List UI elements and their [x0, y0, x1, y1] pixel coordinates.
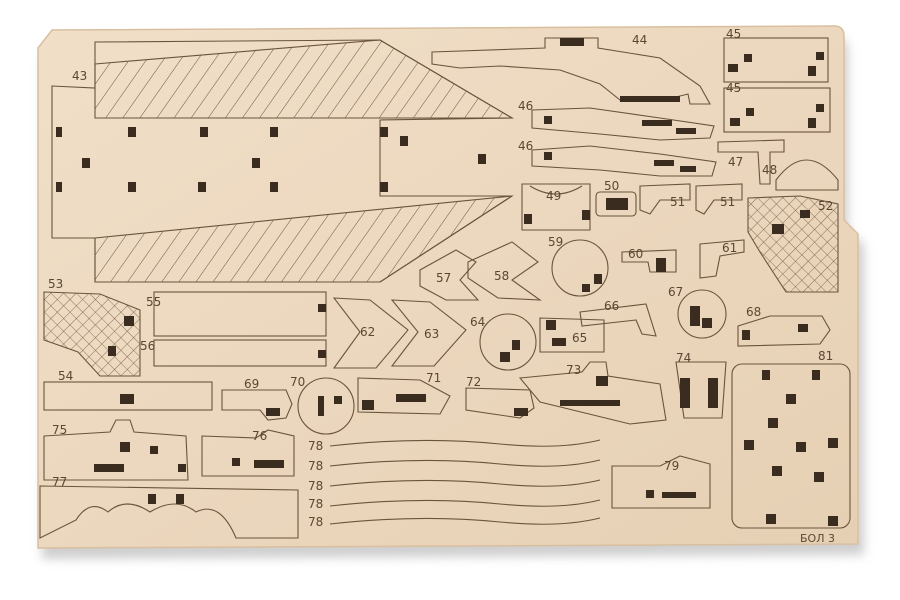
label-61: 61	[722, 241, 737, 255]
label-60: 60	[628, 247, 643, 261]
label-57: 57	[436, 271, 451, 285]
part-78-strip-1	[329, 439, 601, 447]
part-49-curve	[529, 185, 583, 195]
part-49	[521, 183, 591, 231]
label-75: 75	[52, 423, 67, 437]
part-64	[479, 313, 537, 371]
label-55: 55	[146, 295, 161, 309]
part-47	[717, 139, 785, 185]
part-77	[39, 485, 299, 539]
label-58: 58	[494, 269, 509, 283]
label-77: 77	[52, 475, 67, 489]
part-44	[431, 37, 711, 105]
label-71: 71	[426, 371, 441, 385]
part-45b	[723, 87, 831, 133]
part-51a	[639, 183, 691, 215]
part-78-strip-2	[329, 459, 601, 467]
label-45a: 45	[726, 27, 741, 41]
label-56: 56	[140, 339, 155, 353]
label-51b: 51	[720, 195, 735, 209]
part-65	[539, 317, 605, 353]
label-72: 72	[466, 375, 481, 389]
label-48: 48	[762, 163, 777, 177]
part-55	[153, 291, 327, 337]
part-68	[737, 315, 831, 347]
part-63	[390, 299, 467, 367]
part-46b	[531, 145, 717, 177]
label-62: 62	[360, 325, 375, 339]
label-67: 67	[668, 285, 683, 299]
label-74: 74	[676, 351, 691, 365]
part-66	[579, 303, 657, 337]
part-81	[731, 363, 851, 529]
part-61	[699, 239, 745, 279]
part-57	[419, 249, 480, 301]
label-53: 53	[48, 277, 63, 291]
cut-lines	[39, 37, 851, 539]
part-71	[357, 377, 451, 415]
part-67	[677, 289, 727, 339]
part-60	[621, 249, 677, 273]
cut-out-holes	[56, 38, 838, 526]
label-78e: 78	[308, 515, 323, 529]
label-65: 65	[572, 331, 587, 345]
part-43-hatch-bottom	[94, 195, 513, 283]
part-48	[775, 159, 839, 191]
part-76	[201, 429, 295, 477]
label-49: 49	[546, 189, 561, 203]
part-58	[467, 241, 542, 301]
part-50	[595, 191, 637, 217]
label-47: 47	[728, 155, 743, 169]
label-63: 63	[424, 327, 439, 341]
part-number-labels: 43 44 45 45 46 46 47 48 49 50 51 51 52 5…	[48, 27, 835, 545]
sheet-marking: БОЛ 3	[800, 532, 835, 545]
label-54: 54	[58, 369, 73, 383]
label-59: 59	[548, 235, 563, 249]
part-43-hatch-top	[94, 39, 515, 119]
part-73	[518, 361, 667, 425]
part-59	[551, 239, 609, 297]
label-64: 64	[470, 315, 485, 329]
label-46b: 46	[518, 139, 533, 153]
label-68: 68	[746, 305, 761, 319]
label-66: 66	[604, 299, 619, 313]
label-70: 70	[290, 375, 305, 389]
label-69: 69	[244, 377, 259, 391]
label-43: 43	[72, 69, 87, 83]
part-75	[43, 419, 189, 481]
part-70	[297, 377, 355, 435]
label-46a: 46	[518, 99, 533, 113]
part-69	[221, 389, 293, 421]
label-78b: 78	[308, 459, 323, 473]
label-81: 81	[818, 349, 833, 363]
part-78-strip-5	[329, 517, 601, 525]
part-78-strip-3	[329, 479, 601, 487]
part-46a	[531, 107, 715, 141]
label-45b: 45	[726, 81, 741, 95]
part-51b	[695, 183, 743, 215]
label-52: 52	[818, 199, 833, 213]
part-52	[747, 195, 839, 293]
label-50: 50	[604, 179, 619, 193]
part-54	[43, 381, 213, 411]
part-62	[332, 297, 409, 369]
label-76: 76	[252, 429, 267, 443]
part-45a	[723, 37, 829, 83]
label-51a: 51	[670, 195, 685, 209]
label-78c: 78	[308, 479, 323, 493]
label-79: 79	[664, 459, 679, 473]
label-73: 73	[566, 363, 581, 377]
part-79	[611, 455, 711, 509]
part-78-strip-4	[329, 499, 601, 507]
label-78d: 78	[308, 497, 323, 511]
plywood-board	[37, 25, 859, 549]
label-44: 44	[632, 33, 647, 47]
label-78a: 78	[308, 439, 323, 453]
